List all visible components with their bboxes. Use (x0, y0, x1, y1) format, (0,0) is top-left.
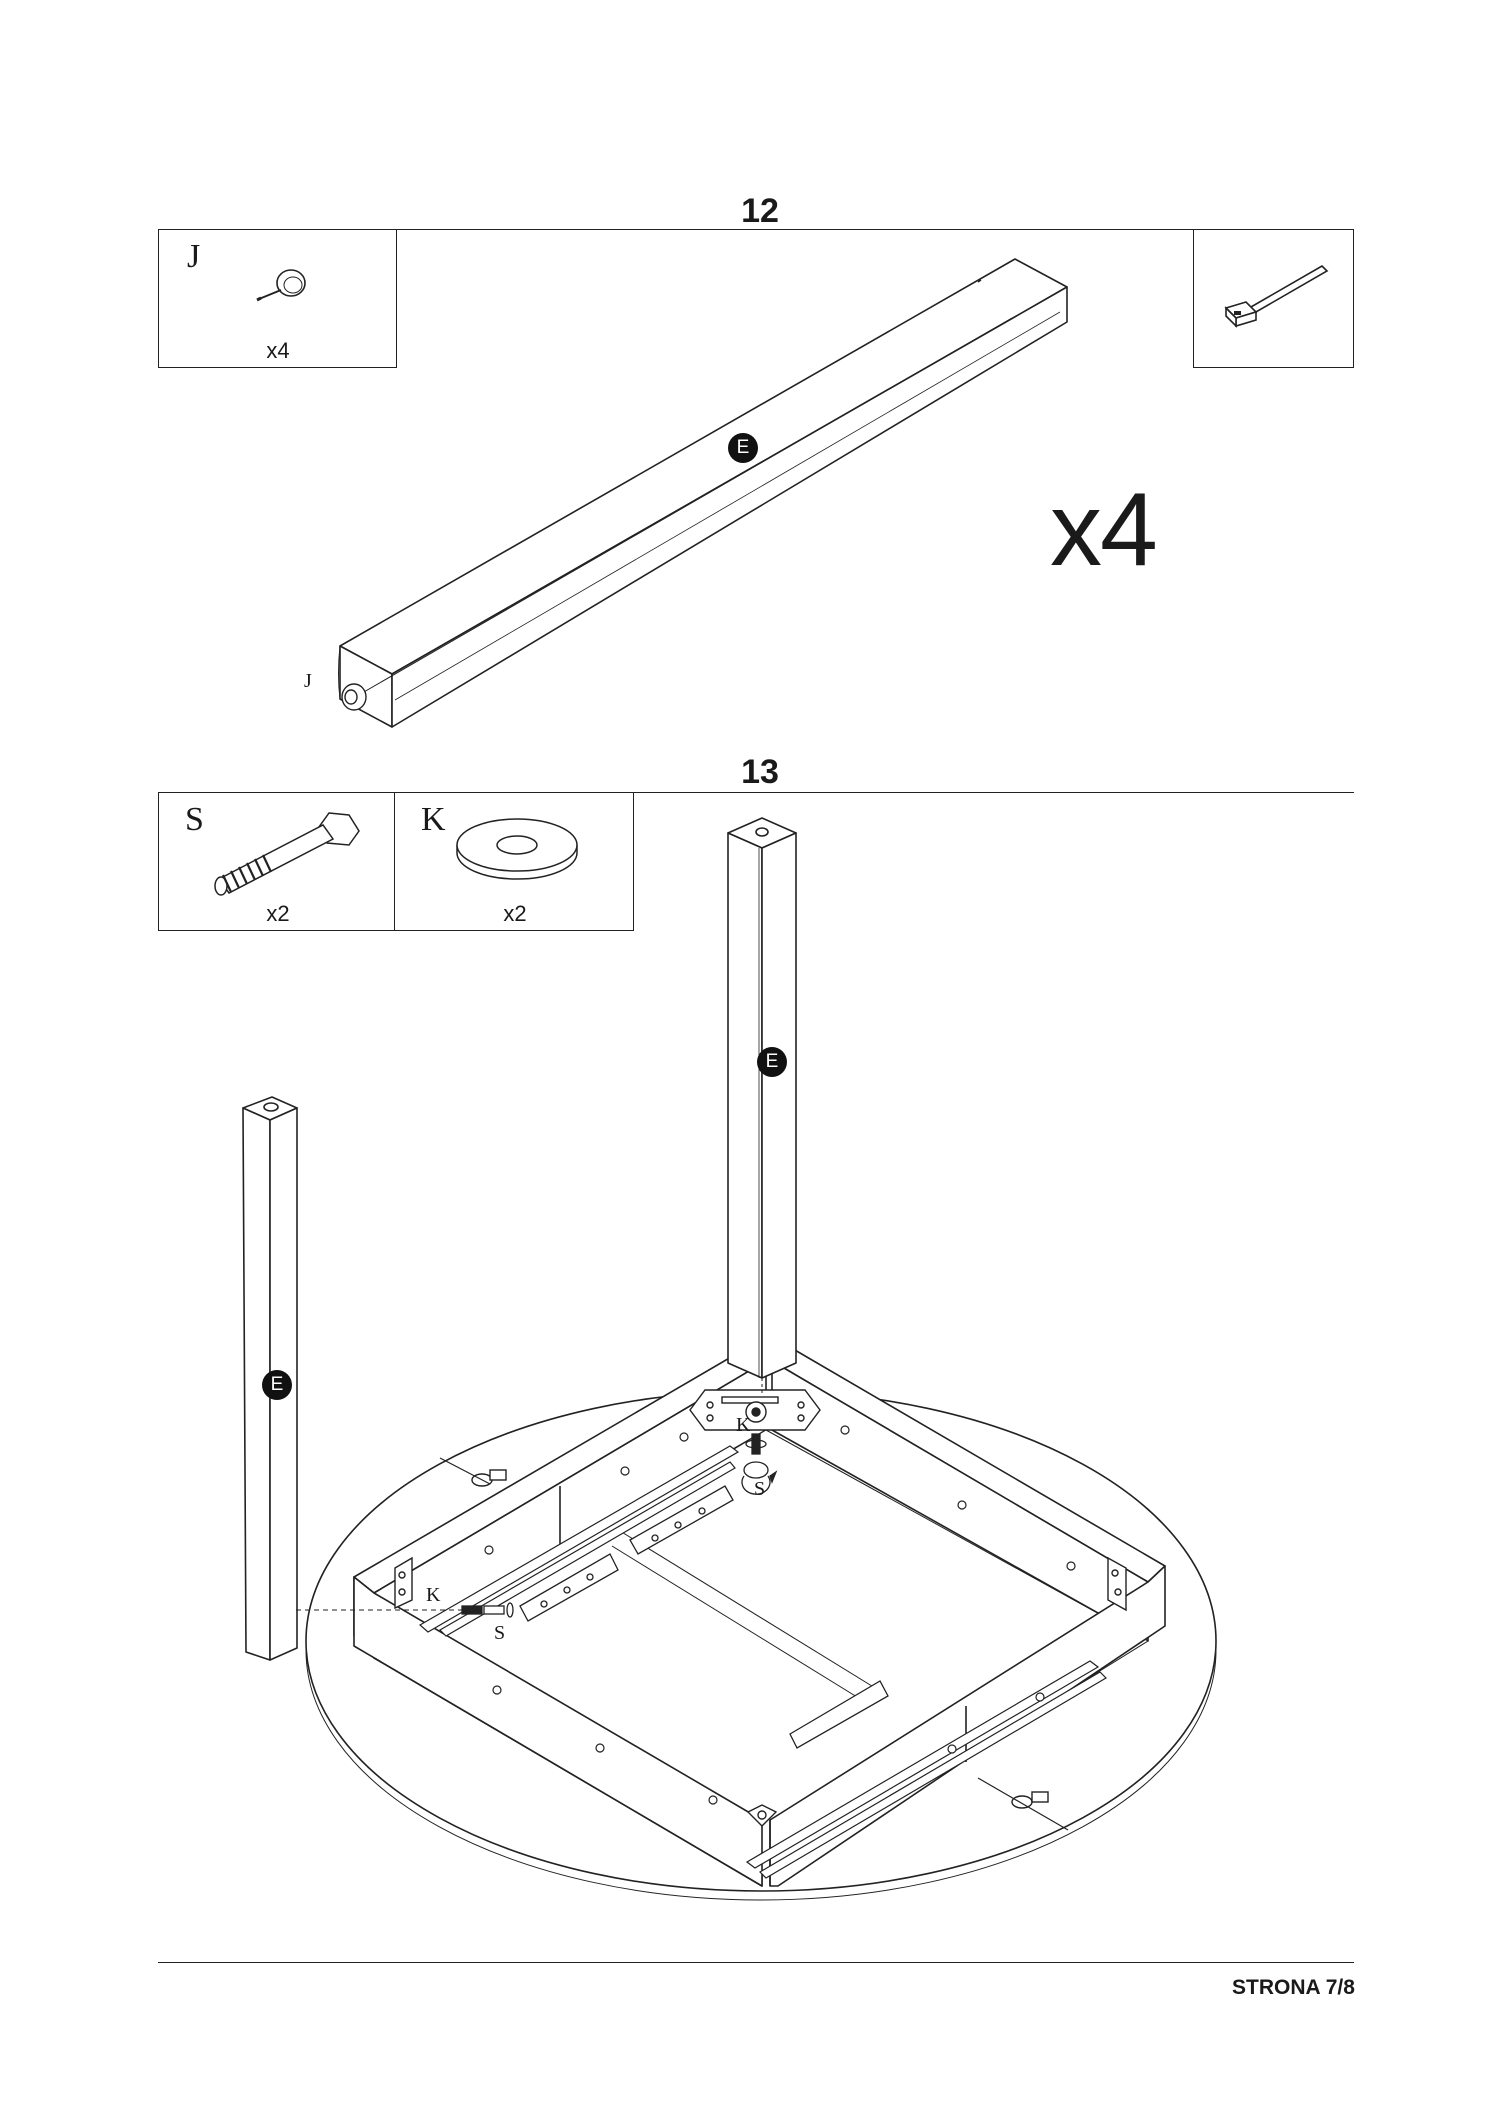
bolt-left-label: S (494, 1622, 506, 1644)
part-letter: K (421, 801, 446, 838)
step-13-divider (158, 792, 1354, 793)
hinge-plates (519, 1485, 889, 1749)
step-12-divider (158, 229, 1354, 230)
part-letter: S (185, 801, 204, 838)
step-13-number: 13 (741, 753, 779, 791)
bolt-assembly-top (741, 1433, 778, 1495)
hex-bolt-icon (214, 812, 360, 896)
washer-top-label: K (736, 1414, 751, 1436)
leg-right (727, 817, 797, 1379)
step-12-leg-drawing (338, 258, 1068, 728)
part-box-bolt: S x2 (158, 792, 396, 931)
footer-divider (158, 1962, 1354, 1963)
glide-label: J (304, 670, 312, 692)
furniture-glide-icon (256, 269, 306, 302)
hammer-icon (1224, 265, 1329, 328)
corner-brackets (394, 1389, 1127, 1827)
part-quantity: x2 (503, 901, 527, 926)
leg-left-e-badge: E (262, 1370, 292, 1400)
washer-icon (456, 818, 578, 880)
leg-e-badge: E (728, 433, 758, 463)
bolt-assembly-left (461, 1602, 514, 1618)
part-quantity: x4 (266, 338, 290, 363)
part-box-glide: J x4 (158, 229, 397, 368)
part-box-washer: K x2 (394, 792, 634, 931)
part-letter: J (187, 238, 201, 275)
tool-box (1193, 229, 1354, 368)
leg-right-e-badge: E (757, 1047, 787, 1077)
apron-screws (484, 1425, 1076, 1805)
part-quantity: x2 (266, 901, 290, 926)
step-12-number: 12 (741, 192, 779, 230)
slide-rails (418, 1445, 1107, 1879)
quantity-multiplier: x4 (1050, 472, 1158, 588)
washer-left-label: K (426, 1584, 441, 1606)
page-number: STRONA 7/8 (1232, 1976, 1355, 1999)
bolt-top-label: S (754, 1478, 766, 1500)
